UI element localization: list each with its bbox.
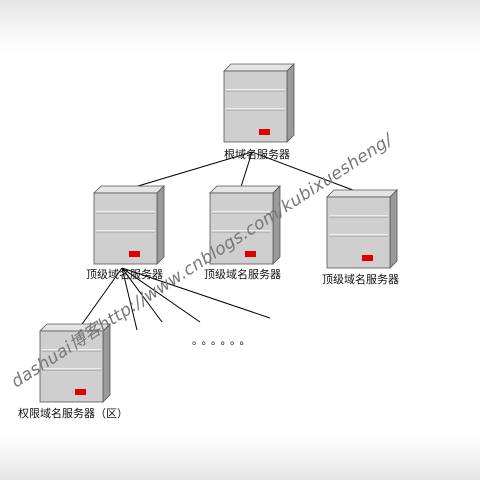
tld1-to-auth-line: [79, 267, 123, 328]
root-server-icon: [223, 63, 295, 143]
authoritative-server-label: 权限域名服务器（区）: [18, 406, 128, 420]
root-to-tld2-line: [239, 151, 253, 191]
root-to-tld1-line: [127, 151, 253, 190]
ellipsis-more-servers: 。。。。。。: [192, 334, 255, 347]
tld1-branch-line-4: [121, 267, 271, 319]
tld-server-2-label: 顶级域名服务器: [204, 267, 281, 281]
tld-server-3-label: 顶级域名服务器: [322, 272, 399, 286]
tld1-branch-line-3: [121, 267, 201, 323]
tld1-branch-line-1: [121, 267, 138, 331]
tld-server-1-icon: [93, 185, 165, 265]
root-to-tld3-line: [251, 151, 359, 193]
tld-server-1-label: 顶级域名服务器: [86, 267, 163, 281]
connections: [79, 151, 359, 331]
tld1-branch-line-2: [121, 267, 163, 323]
tld-server-3-icon: [326, 189, 398, 269]
root-server-label: 根域名服务器: [224, 147, 290, 161]
